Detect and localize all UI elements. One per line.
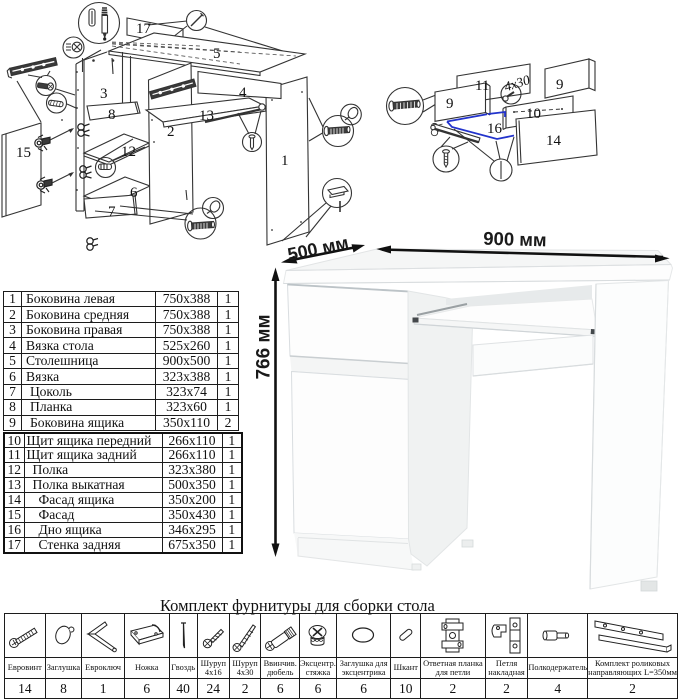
svg-text:16: 16 — [487, 121, 503, 137]
svg-text:7: 7 — [108, 204, 116, 220]
svg-text:6: 6 — [130, 185, 138, 201]
svg-text:10: 10 — [526, 106, 541, 122]
svg-text:11: 11 — [475, 78, 489, 94]
svg-text:9: 9 — [556, 77, 564, 93]
svg-text:900 мм: 900 мм — [483, 228, 547, 251]
svg-text:1: 1 — [281, 153, 289, 169]
svg-text:12: 12 — [121, 144, 136, 160]
svg-text:5: 5 — [213, 46, 221, 62]
svg-text:8: 8 — [108, 107, 116, 123]
svg-text:17: 17 — [136, 21, 152, 37]
svg-text:14: 14 — [546, 133, 562, 149]
svg-text:15: 15 — [16, 145, 31, 161]
svg-text:9: 9 — [446, 96, 454, 112]
svg-text:3: 3 — [100, 86, 108, 102]
svg-text:766 мм: 766 мм — [254, 314, 275, 379]
svg-text:2: 2 — [167, 124, 175, 140]
svg-text:4: 4 — [239, 85, 247, 101]
svg-text:13: 13 — [199, 108, 214, 124]
